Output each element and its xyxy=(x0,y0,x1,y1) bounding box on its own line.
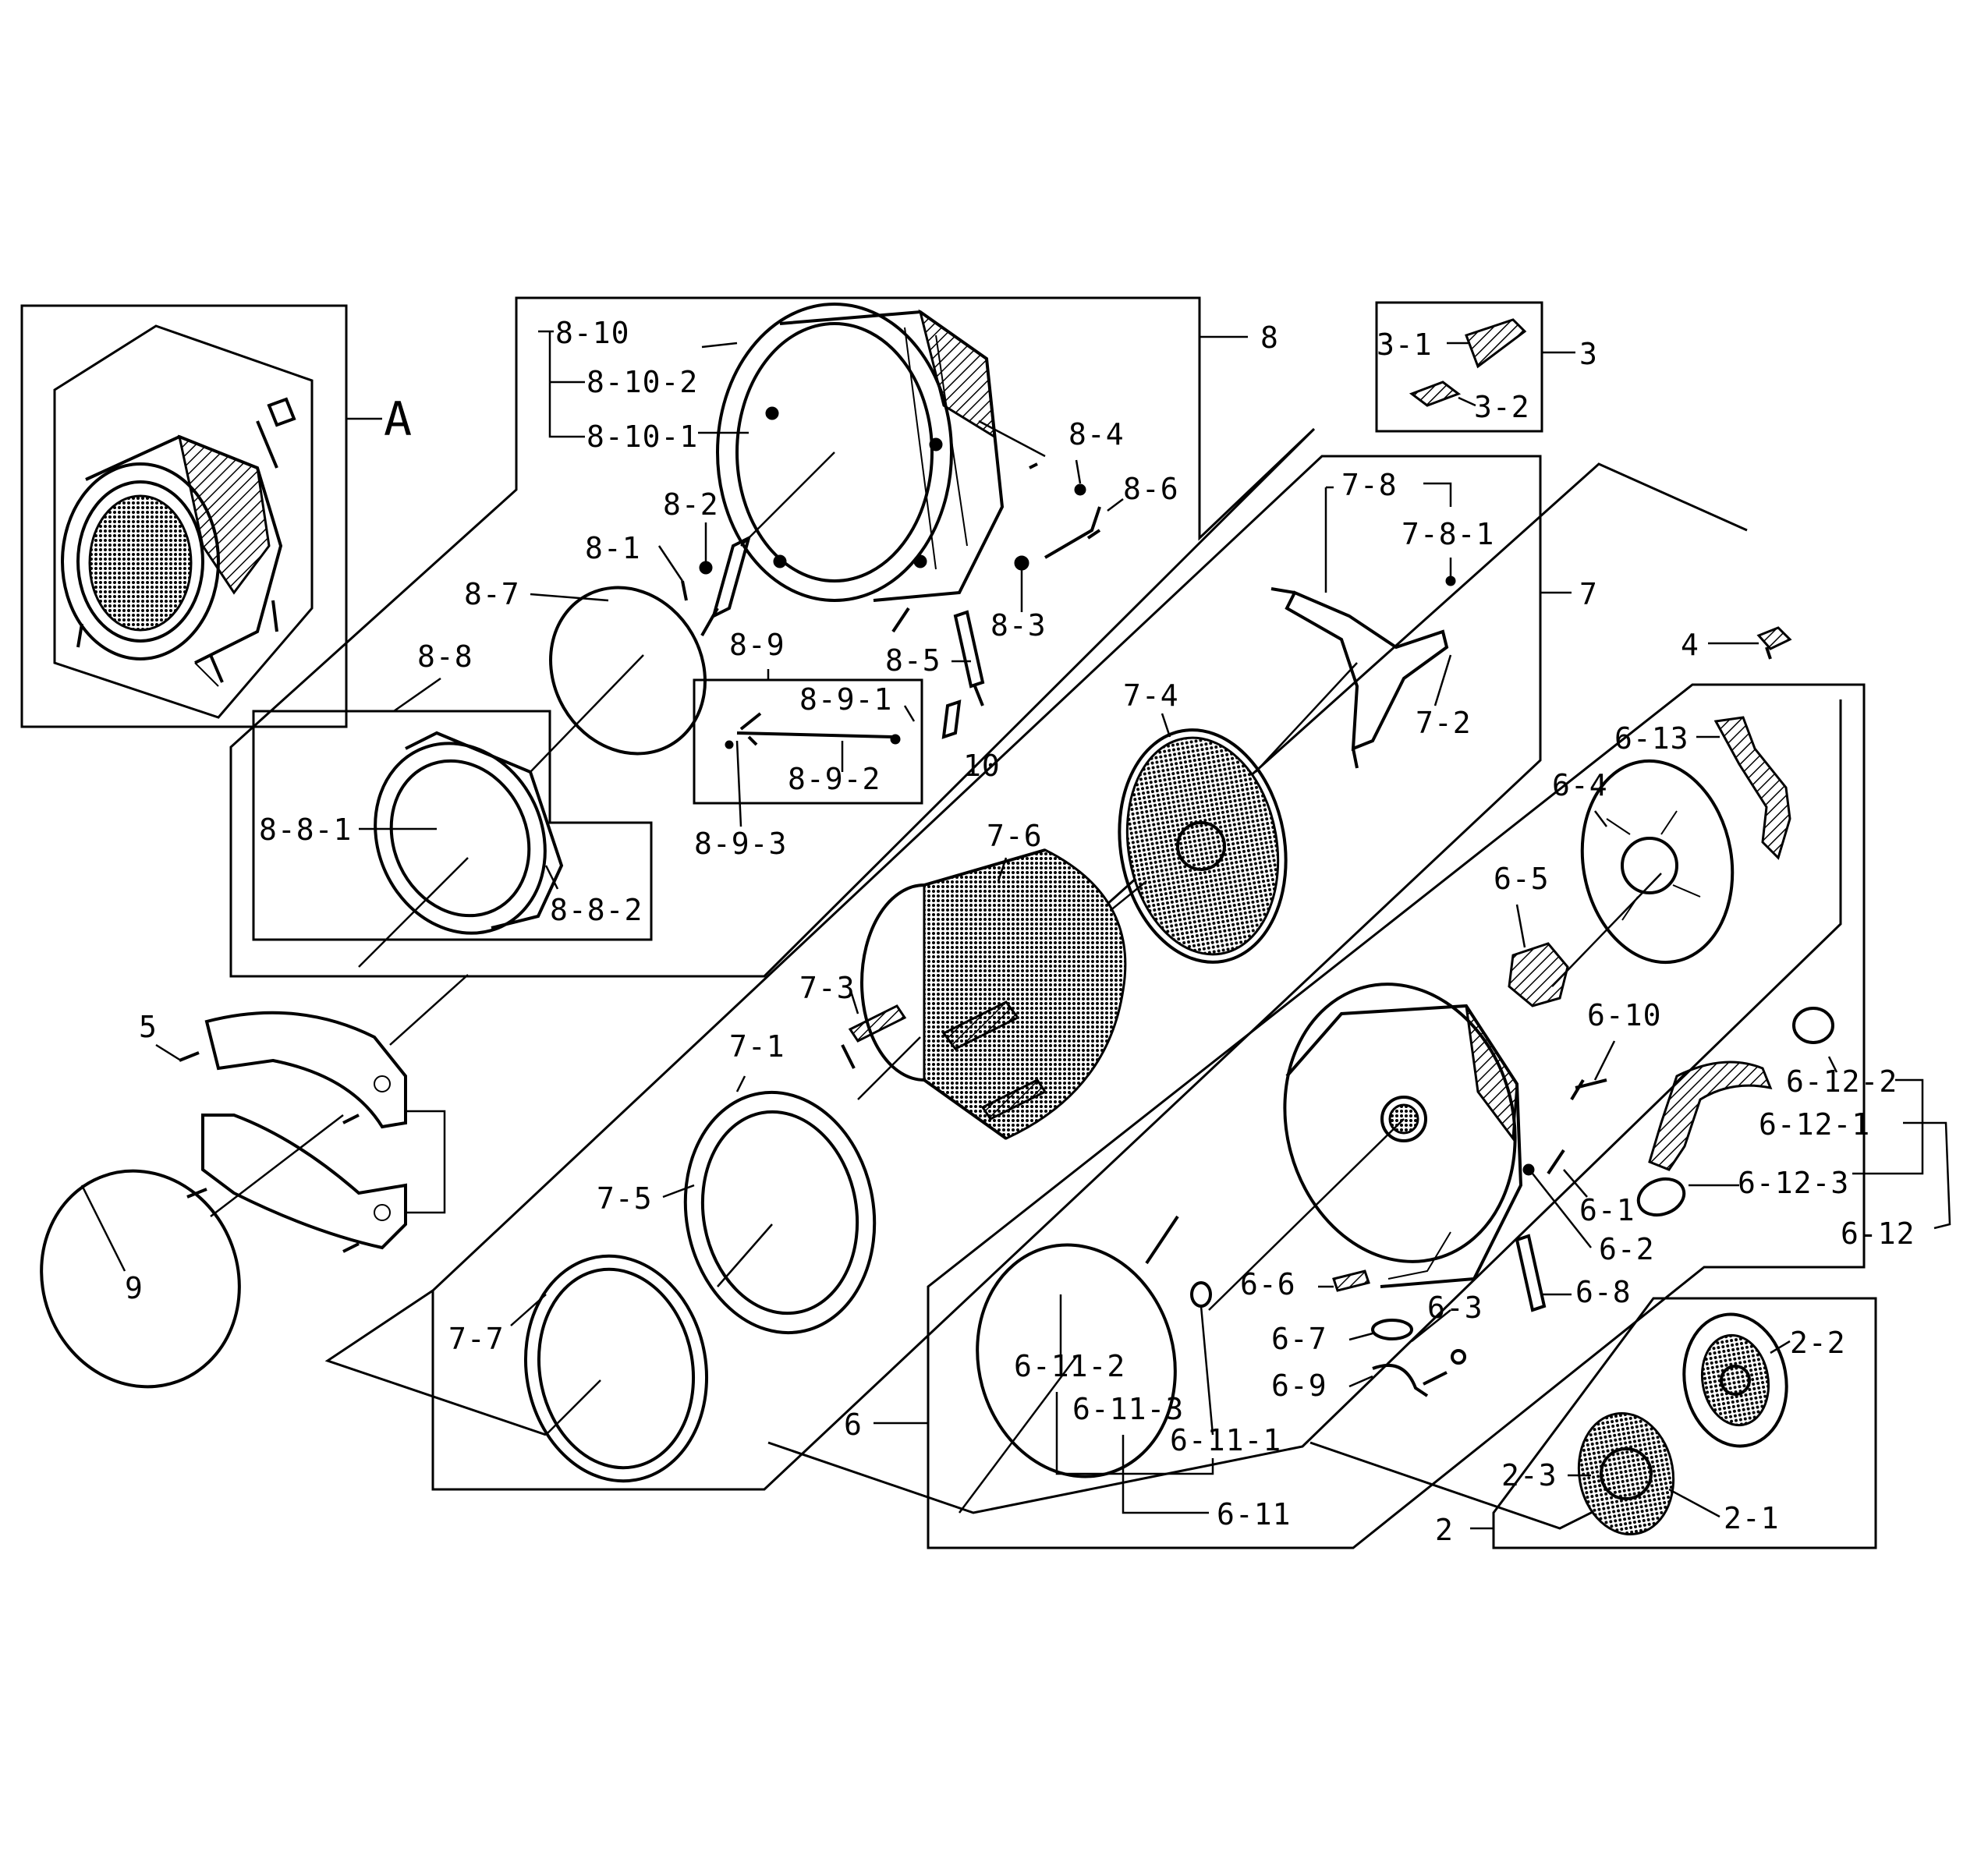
callout-7: 7 xyxy=(1579,577,1598,611)
callout-8-8-1: 8-8-1 xyxy=(259,813,352,847)
callout-8-7: 8-7 xyxy=(464,577,520,611)
rear-tub-half-drawing xyxy=(716,303,1005,602)
callout-5: 5 xyxy=(139,1010,158,1044)
callout-8-10: 8-10 xyxy=(555,316,630,350)
group-8-9: 8-9 8-9-1 8-9-2 8-9-3 xyxy=(693,628,923,861)
callout-6-12-2: 6-12-2 xyxy=(1786,1064,1898,1099)
callout-2-2: 2-2 xyxy=(1790,1326,1846,1360)
callout-7-4: 7-4 xyxy=(1123,678,1179,713)
callout-8-3: 8-3 xyxy=(990,608,1047,643)
callout-4: 4 xyxy=(1681,628,1699,662)
spider-drawing xyxy=(1270,587,1449,769)
callout-6-12-1: 6-12-1 xyxy=(1759,1107,1870,1142)
part-6-4-cover xyxy=(1580,759,1735,965)
group-6: 6 6-13 6-4 6-5 6-10 xyxy=(767,683,1951,1549)
callout-8-5: 8-5 xyxy=(885,643,941,678)
callout-8-8-2: 8-8-2 xyxy=(550,893,643,927)
group-7: 7 7-8 7-8-1 7-2 7-4 xyxy=(324,455,1748,1491)
callout-7-7: 7-7 xyxy=(448,1322,505,1356)
assembly-a-frame xyxy=(20,304,348,728)
callout-8-9-2: 8-9-2 xyxy=(788,762,881,796)
callout-8-10-1: 8-10-1 xyxy=(586,420,698,454)
drum-shell-drawing xyxy=(860,848,1127,1140)
callout-8-6: 8-6 xyxy=(1123,472,1179,506)
motor-stator-drawing xyxy=(1577,1411,1675,1536)
group-6-frame xyxy=(927,683,1866,1549)
callout-7-8-1: 7-8-1 xyxy=(1402,517,1494,551)
callout-6-9: 6-9 xyxy=(1271,1369,1327,1403)
group-8: 8 8-10 8-10-2 8-10-1 8-1 8-2 8-4 xyxy=(229,296,1316,978)
group-8-8-frame xyxy=(252,710,653,941)
part-6-13 xyxy=(1713,716,1791,860)
lead-8 xyxy=(740,451,835,547)
door-ring-drawing xyxy=(374,731,564,935)
group-2: 2 2-2 2-3 2-1 xyxy=(1309,1297,1877,1549)
callout-a: A xyxy=(384,392,413,447)
callout-8-9-1: 8-9-1 xyxy=(799,682,892,717)
callout-7-6: 7-6 xyxy=(987,819,1043,853)
callout-2-1: 2-1 xyxy=(1724,1501,1780,1535)
motor-rotor-drawing xyxy=(1682,1312,1788,1448)
callout-6-12: 6-12 xyxy=(1841,1216,1915,1251)
callout-9: 9 xyxy=(125,1271,144,1305)
callout-8: 8 xyxy=(1260,320,1279,355)
callout-7-8: 7-8 xyxy=(1341,468,1398,502)
callout-8-9-3: 8-9-3 xyxy=(694,827,787,861)
callout-8-9: 8-9 xyxy=(729,628,785,662)
front-tub-shell-drawing xyxy=(1283,983,1523,1288)
callout-6-1: 6-1 xyxy=(1579,1193,1635,1227)
callout-3-2: 3-2 xyxy=(1474,390,1530,424)
callout-2-3: 2-3 xyxy=(1501,1458,1557,1493)
assembled-tub-drawing xyxy=(61,397,296,687)
callout-3-1: 3-1 xyxy=(1377,328,1433,362)
part-9-glass: 9 xyxy=(40,1114,344,1389)
callout-7-1: 7-1 xyxy=(729,1029,785,1064)
callout-8-1: 8-1 xyxy=(585,531,641,565)
balancer-ring-drawing xyxy=(683,1090,877,1335)
callout-6-3: 6-3 xyxy=(1427,1291,1483,1325)
callout-6-11-3: 6-11-3 xyxy=(1072,1392,1184,1426)
callout-6-4: 6-4 xyxy=(1552,768,1608,802)
callout-8-4: 8-4 xyxy=(1068,417,1125,451)
part-4: 4 xyxy=(1681,626,1792,662)
callout-6-11-1: 6-11-1 xyxy=(1170,1423,1281,1457)
callout-6-6: 6-6 xyxy=(1240,1267,1296,1301)
callout-6-7: 6-7 xyxy=(1271,1322,1327,1356)
group-2-frame xyxy=(1492,1297,1877,1549)
assembly-a-group: A xyxy=(20,304,413,728)
callout-6-5: 6-5 xyxy=(1494,862,1550,896)
callout-6-13: 6-13 xyxy=(1614,721,1689,756)
callout-3: 3 xyxy=(1579,337,1598,371)
callout-7-2: 7-2 xyxy=(1416,706,1472,740)
part-5-clamp: 5 xyxy=(139,974,469,1253)
assembly-a-outline xyxy=(53,324,314,719)
callout-8-10-2: 8-10-2 xyxy=(586,365,698,399)
callout-7-3: 7-3 xyxy=(799,971,856,1005)
callout-6-11: 6-11 xyxy=(1217,1497,1292,1531)
callout-2: 2 xyxy=(1435,1513,1454,1547)
callout-6-10: 6-10 xyxy=(1587,998,1662,1032)
group-2-frame-link xyxy=(1309,1441,1615,1530)
group-8-8: 8-8 8-8-1 8-8-2 xyxy=(252,639,653,968)
callout-6-12-3: 6-12-3 xyxy=(1738,1166,1849,1200)
callout-6-2: 6-2 xyxy=(1599,1232,1655,1266)
part-6-5 xyxy=(1508,942,1569,1007)
callout-8-8: 8-8 xyxy=(417,639,473,674)
front-ring-drawing xyxy=(523,1254,709,1483)
group-7-frame-base xyxy=(324,1289,547,1436)
callout-6-8: 6-8 xyxy=(1575,1275,1632,1309)
group-3: 3 3-1 3-2 xyxy=(1375,301,1598,433)
callout-8-2: 8-2 xyxy=(663,487,719,522)
part-10 xyxy=(941,699,962,739)
callout-6: 6 xyxy=(844,1408,863,1442)
group-8-frame xyxy=(229,296,1316,978)
group-6-frame-inner xyxy=(767,699,1842,1514)
callout-7-5: 7-5 xyxy=(597,1181,653,1216)
part-6-12-hose xyxy=(1636,1007,1834,1217)
callout-10: 10 xyxy=(963,749,1001,783)
drum-backplate-drawing xyxy=(1118,728,1288,964)
